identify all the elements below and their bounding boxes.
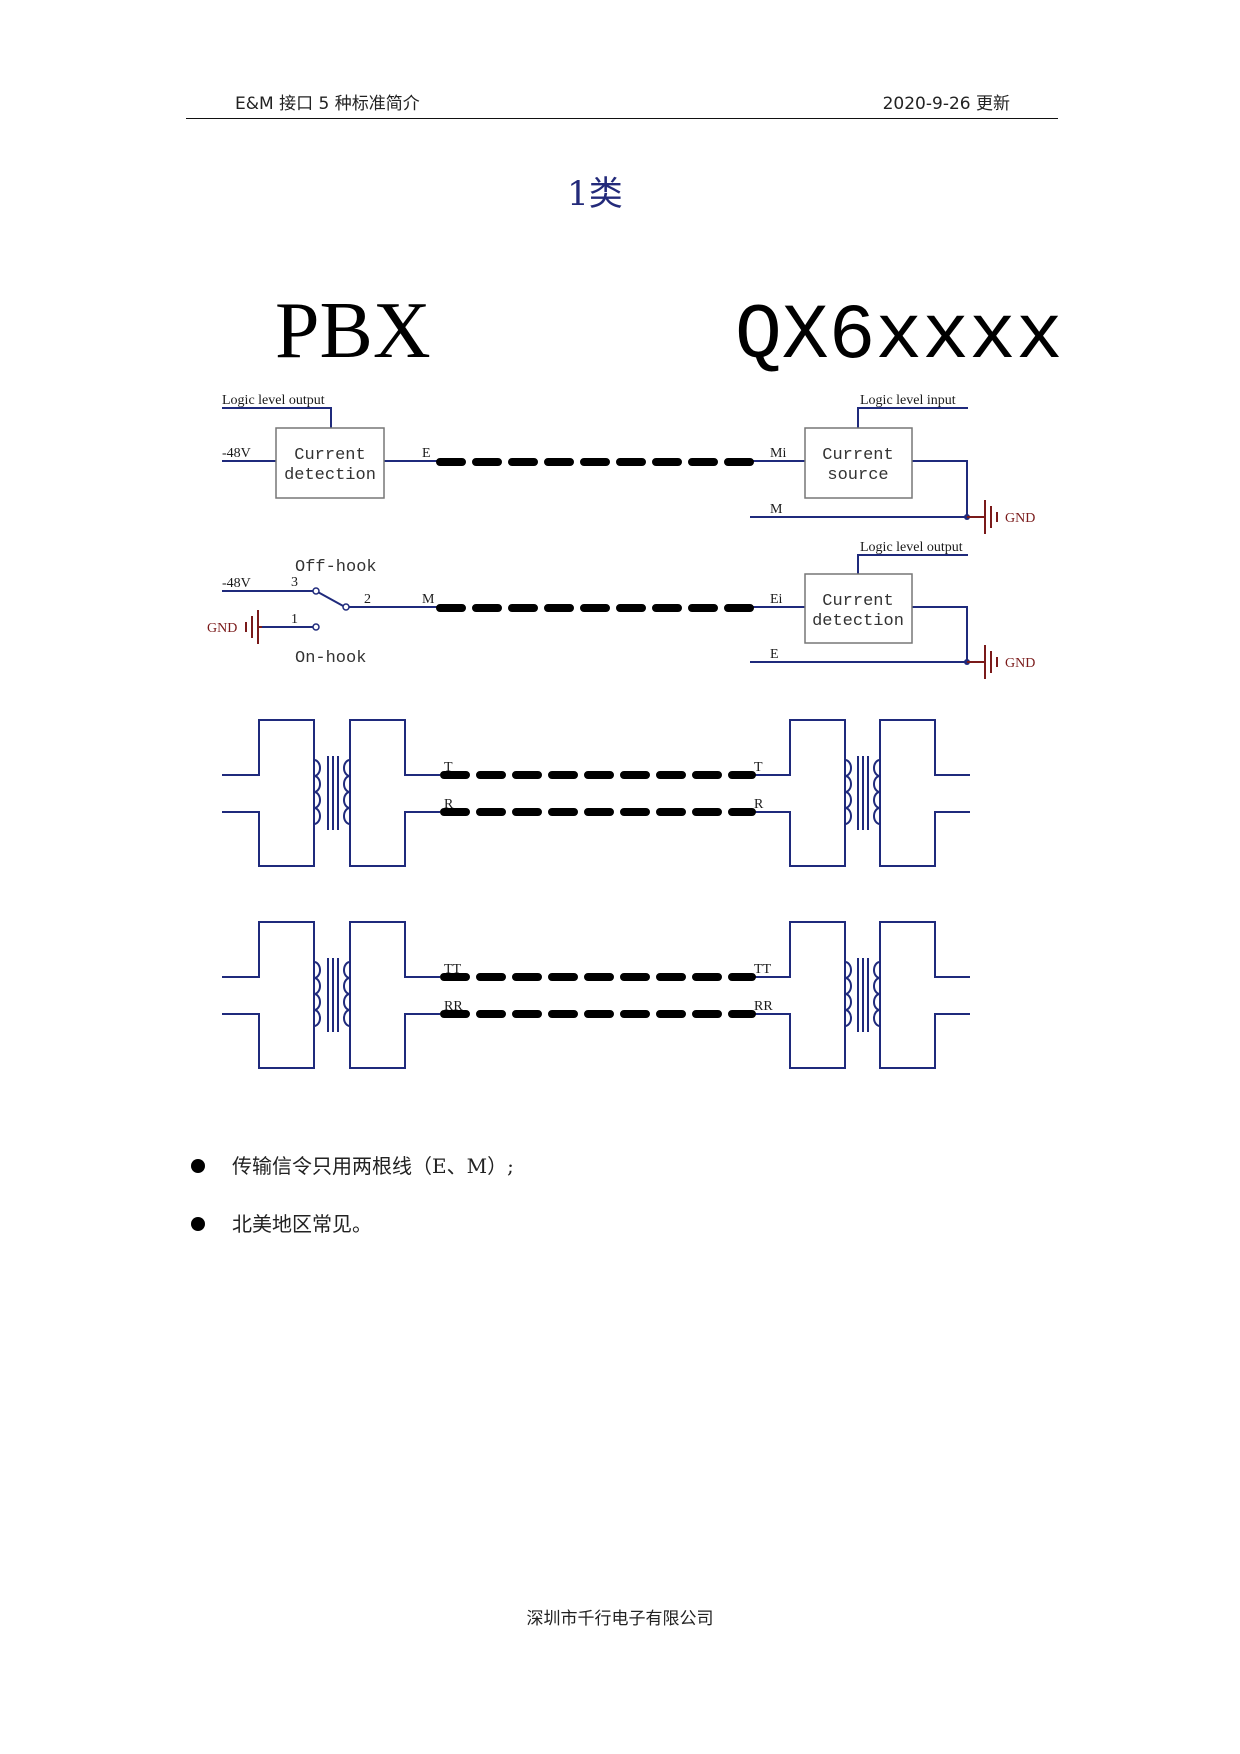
row-e-lead [222, 407, 968, 518]
source-gnd-wire [912, 460, 968, 517]
transformer-group-tr: T R T R [222, 719, 970, 867]
tr-left-inner-frame [349, 719, 440, 867]
qx-device-label: QX6xxxx [735, 293, 1063, 381]
r-label-left: R [444, 797, 454, 812]
on-hook-label: On-hook [295, 649, 366, 668]
switch-pin-1 [312, 623, 320, 631]
logic-input-wire [857, 407, 968, 428]
pin-2-label: 2 [364, 592, 371, 607]
transformer-group-ttrr: TT RR TT RR [222, 921, 970, 1069]
ttrr-right-coil-b [873, 961, 881, 1027]
notes-list: 传输信令只用两根线（E、M）; 北美地区常见。 [185, 1148, 514, 1264]
tr-right-inner-frame [752, 719, 846, 867]
list-item: 北美地区常见。 [185, 1206, 514, 1264]
cd1-line2: detection [284, 466, 376, 485]
ttrr-left-outer-frame [222, 921, 315, 1069]
tr-left-coil-a [313, 759, 321, 825]
cs-line2: source [827, 466, 888, 485]
pbx-label: PBX [275, 287, 431, 375]
bullet-icon [191, 1159, 205, 1173]
ttrr-left-coil-b [343, 961, 351, 1027]
page-title: 1类 [567, 174, 623, 214]
tt-label-right: TT [754, 962, 772, 977]
logic-output-wire [222, 407, 332, 428]
tr-right-coil-a [844, 759, 852, 825]
gnd-symbol-1 [967, 500, 998, 534]
ttrr-left-inner-frame [349, 921, 440, 1069]
gnd-label-3: GND [207, 621, 237, 636]
tr-right-coil-b [873, 759, 881, 825]
footer-company: 深圳市千行电子有限公司 [526, 1609, 714, 1629]
tr-left-outer-frame [222, 719, 315, 867]
cd1-line1: Current [294, 446, 365, 465]
bullet-text: 传输信令只用两根线（E、M）; [232, 1154, 514, 1178]
m-label-pbx: M [422, 592, 435, 607]
ttrr-right-coil-a [844, 961, 852, 1027]
t-label-right: T [754, 760, 763, 775]
rr-label-right: RR [754, 999, 773, 1014]
ei-label: Ei [770, 592, 783, 607]
gnd-label-2: GND [1005, 656, 1035, 671]
ttrr-right-outer-frame [879, 921, 970, 1069]
cd2-line1: Current [822, 592, 893, 611]
header-left-title: E&M 接口 5 种标准简介 [235, 94, 420, 114]
off-hook-label: Off-hook [295, 558, 377, 577]
em-interface-diagram: PBX QX6xxxx [207, 287, 1063, 1069]
neg48v-label-2: -48V [222, 576, 251, 591]
tr-right-outer-frame [879, 719, 970, 867]
t-label-left: T [444, 760, 453, 775]
m-label-qx: M [770, 502, 783, 517]
rr-label-left: RR [444, 999, 463, 1014]
current-detection-box-1 [275, 427, 385, 499]
bullet-text: 北美地区常见。 [232, 1212, 372, 1236]
current-detection-box-2 [804, 573, 913, 644]
ttrr-left-coil-a [313, 961, 321, 1027]
switch-pin-2 [342, 603, 350, 611]
current-source-box [804, 427, 913, 499]
e-label-qx: E [770, 647, 779, 662]
neg48v-label-1: -48V [222, 446, 251, 461]
ttrr-right-inner-frame [752, 921, 846, 1069]
gnd-symbol-2 [967, 645, 998, 679]
tt-label-left: TT [444, 962, 462, 977]
bullet-icon [191, 1217, 205, 1231]
logic-level-output-label-qx: Logic level output [860, 540, 963, 555]
cd2-line2: detection [812, 612, 904, 631]
gnd-symbol-3 [245, 610, 262, 644]
pin-3-label: 3 [291, 575, 298, 590]
tr-left-coil-b [343, 759, 351, 825]
row-m-lead [222, 554, 968, 663]
list-item: 传输信令只用两根线（E、M）; [185, 1148, 514, 1206]
e-label-pbx: E [422, 446, 431, 461]
detect-gnd-wire [912, 606, 968, 662]
hook-switch-blade [315, 590, 346, 608]
cs-line1: Current [822, 446, 893, 465]
logic-level-output-label-pbx: Logic level output [222, 393, 325, 408]
mi-label: Mi [770, 446, 786, 461]
pin-1-label: 1 [291, 612, 298, 627]
logic-level-input-label: Logic level input [860, 393, 956, 408]
logic-output-wire-qx [857, 554, 968, 574]
header-rule [186, 118, 1058, 119]
gnd-label-1: GND [1005, 511, 1035, 526]
switch-pin-3 [312, 587, 320, 595]
r-label-right: R [754, 797, 764, 812]
header-date: 2020-9-26 更新 [882, 94, 1010, 114]
